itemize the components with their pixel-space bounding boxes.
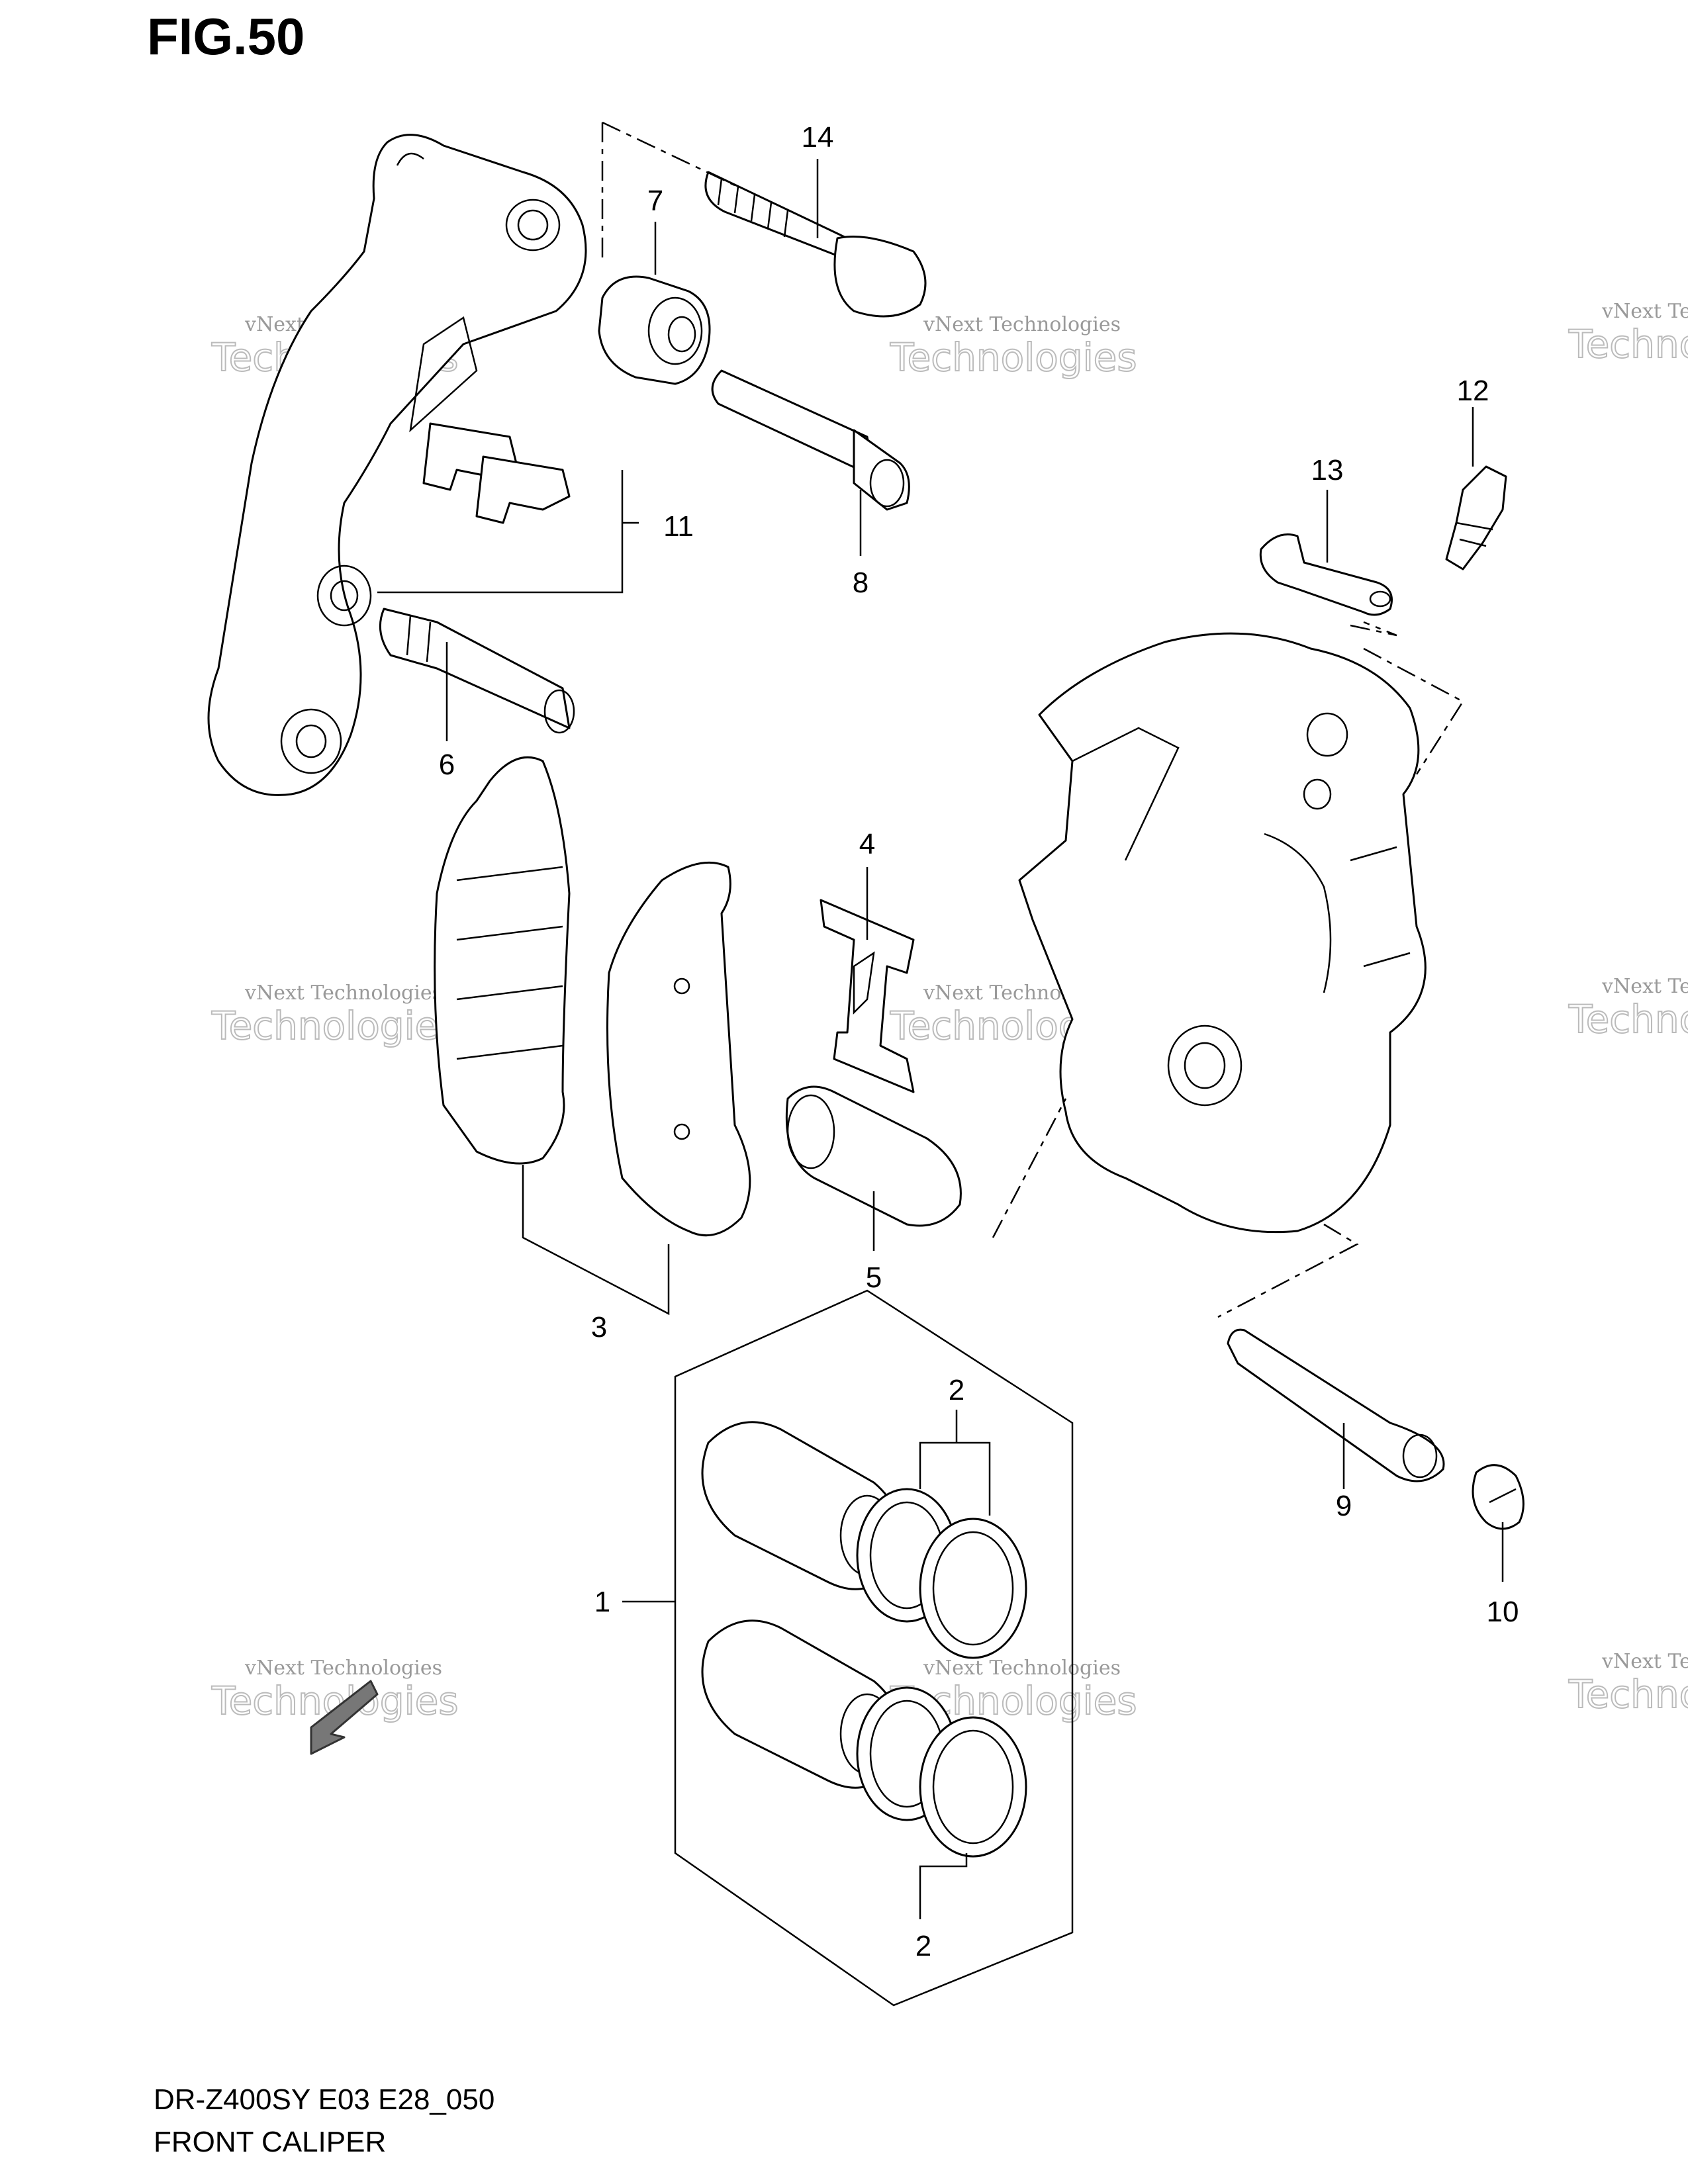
watermark-text: vNext Technologies (1601, 975, 1688, 998)
figure-title: FIG.50 (147, 7, 305, 66)
callout-6: 6 (439, 749, 455, 781)
model-code: DR-Z400SY E03 E28_050 (154, 2083, 495, 2116)
section-name: FRONT CALIPER (154, 2126, 387, 2158)
watermark-text: vNext Technologies (923, 1657, 1121, 1680)
watermark-text: vNext Technologies (1601, 1650, 1688, 1673)
callout-4: 4 (859, 828, 875, 860)
callout-11: 11 (663, 510, 694, 543)
watermark-text: Technologies (890, 335, 1137, 380)
part-10-plug (1472, 1464, 1524, 1530)
watermark-text: Technologies (1568, 1672, 1688, 1717)
watermark-text: Technologies (1568, 322, 1688, 367)
watermark-text: vNext Technologies (1601, 300, 1688, 323)
part-13-cap (1259, 533, 1393, 616)
part-3-pads (434, 756, 751, 1237)
callout-labels: 14 7 8 11 6 12 13 4 5 3 2 1 2 9 10 (439, 121, 1519, 1962)
callout-12: 12 (1457, 375, 1489, 407)
callout-3: 3 (591, 1311, 607, 1343)
watermark: vNext Technologies Technologies (1568, 975, 1688, 1042)
watermark-text: Technologies (211, 1003, 459, 1048)
part-4-spring (820, 899, 915, 1093)
part-6-pin (379, 608, 575, 734)
part-12-bleeder (1445, 465, 1507, 570)
part-11-clips (422, 422, 571, 524)
watermark-group: vNext Technologies Technologies vNext Te… (211, 300, 1688, 1724)
part-8-pin (711, 369, 910, 511)
callout-10: 10 (1487, 1596, 1519, 1628)
watermark: vNext Technologies Technologies (211, 981, 459, 1049)
callout-1: 1 (594, 1586, 610, 1618)
callout-13: 13 (1311, 454, 1344, 486)
watermark-text: Technologies (1568, 997, 1688, 1042)
forward-arrow-icon (310, 1680, 379, 1755)
callout-9: 9 (1336, 1490, 1352, 1522)
part-5-pin (785, 1085, 962, 1227)
watermark-text: vNext Technologies (923, 313, 1121, 336)
caliper-bracket (207, 134, 587, 796)
callout-2-upper: 2 (949, 1374, 964, 1406)
piston-set-box (674, 1289, 1074, 2007)
callout-5: 5 (866, 1261, 882, 1294)
assembly-lines (601, 121, 1464, 1318)
callout-14: 14 (802, 121, 834, 154)
watermark: vNext Technologies Technologies (889, 313, 1138, 381)
callout-8: 8 (853, 567, 868, 599)
leader-lines (377, 159, 1504, 1919)
watermark: vNext Technologies Technologies (1568, 300, 1688, 367)
watermark-text: vNext Technologies (244, 1657, 442, 1680)
caliper-body (1018, 632, 1427, 1234)
callout-2-lower: 2 (915, 1930, 931, 1962)
watermark-text: vNext Technologies (244, 981, 442, 1005)
callout-7: 7 (647, 185, 663, 217)
watermark: vNext Technologies Technologies (889, 1657, 1138, 1724)
part-9-pin (1227, 1328, 1445, 1482)
part-14-bolt (704, 171, 927, 318)
watermark: vNext Technologies Technologies (1568, 1650, 1688, 1717)
part-7-boot (598, 275, 711, 385)
